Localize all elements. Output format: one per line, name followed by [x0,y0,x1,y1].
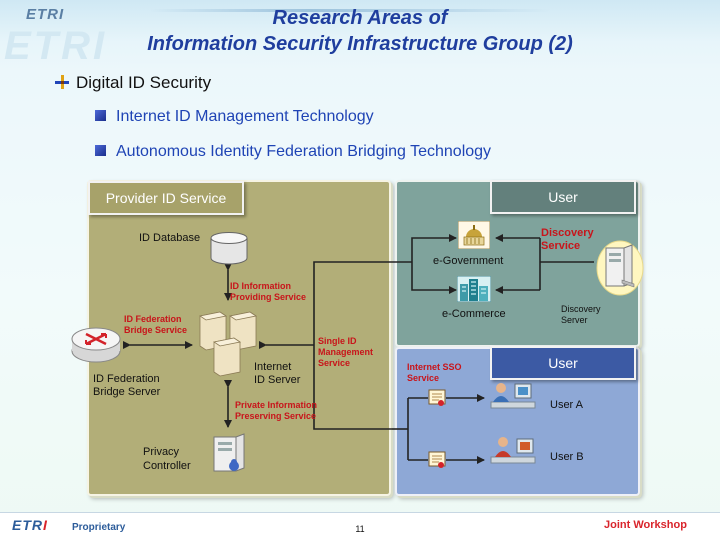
page-number: 11 [355,524,365,534]
square-bullet-icon [95,145,106,156]
sub-bullet-2-text: Autonomous Identity Federation Bridging … [116,143,492,160]
footer-proprietary: Proprietary [72,522,126,533]
footer-logo-i: I [43,517,48,533]
internet-id-server-label: Internet ID Server [254,361,301,386]
discovery-service-label: Discovery Service [541,227,594,252]
commerce-buildings-icon [456,275,492,307]
router-icon [70,325,122,370]
logo-watermark: ETRI [4,24,108,68]
id-federation-bridge-server-label: ID Federation Bridge Server [93,373,161,398]
footer-etri-logo: ETRI [12,517,48,533]
sub-bullet-1: Internet ID Management Technology [95,108,374,126]
sub-bullet-1-text: Internet ID Management Technology [116,108,374,125]
id-info-service-label: ID Information Providing Service [230,281,307,302]
government-building-icon [457,220,491,254]
slide-footer [0,512,720,541]
internet-sso-service-label: Internet SSO Service [407,362,462,383]
privacy-controller-label: Privacy Controller [143,446,191,472]
footer-joint-workshop: Joint Workshop [604,519,687,531]
id-federation-bridge-service-label: ID Federation Bridge Service [124,314,188,335]
sub-bullet-2: Autonomous Identity Federation Bridging … [95,143,491,161]
e-commerce-label: e-Commerce [442,308,506,320]
square-bullet-icon [95,110,106,121]
privacy-controller-icon [210,433,250,480]
provider-id-service-tab: Provider ID Service [88,181,244,215]
user-a-label: User A [550,399,584,411]
single-id-service-label: Single ID Management Service [318,336,374,368]
private-info-service-label: Private Information Preserving Service [235,400,318,421]
id-database-label: ID Database [139,232,201,244]
arrow-bullet-icon [55,74,69,89]
server-cluster-icon [196,310,266,385]
slide-title-line1: Research Areas of [272,7,448,29]
certificate-icon-a [428,388,446,413]
header-stripe [150,9,550,12]
database-icon [210,232,248,271]
user-b-label: User B [550,451,584,463]
user-a-workstation-icon [487,380,541,421]
certificate-icon-b [428,450,446,475]
user-b-workstation-icon [487,433,541,476]
discovery-server-label: Discovery Server [561,304,601,325]
slide-title-line2: Information Security Infrastructure Grou… [147,33,573,55]
bullet-digital-id-security: Digital ID Security [55,73,211,93]
discovery-server-icon [596,240,644,301]
e-government-label: e-Government [433,255,504,267]
etri-logo: ETRI [26,6,65,23]
bullet-main-text: Digital ID Security [76,73,212,92]
user-tab-bottom: User [490,346,636,380]
user-tab-top: User [490,180,636,214]
footer-logo-main: ETR [12,517,43,533]
